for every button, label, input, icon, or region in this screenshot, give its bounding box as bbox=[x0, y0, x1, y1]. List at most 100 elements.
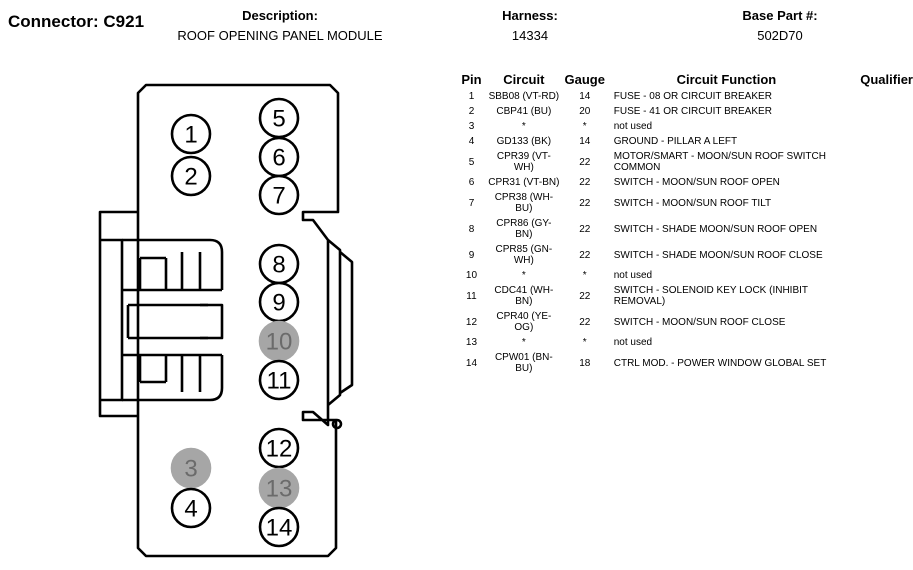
function-cell: FUSE - 08 OR CIRCUIT BREAKER bbox=[613, 91, 772, 102]
pin-circle bbox=[170, 447, 212, 489]
pin-label: 12 bbox=[266, 436, 293, 463]
pin-label: 14 bbox=[266, 515, 293, 542]
pin-10: 10 bbox=[258, 320, 300, 362]
pin-circle bbox=[170, 113, 212, 155]
function-cell: FUSE - 41 OR CIRCUIT BREAKER bbox=[613, 106, 772, 117]
circuit-cell: GD133 (BK) bbox=[496, 136, 552, 147]
pin-13: 13 bbox=[258, 467, 300, 509]
pinout-table: Pin Circuit Gauge Circuit Function Quali… bbox=[455, 72, 913, 376]
pin-cell: 11 bbox=[466, 290, 477, 302]
function-cell: SWITCH - SHADE MOON/SUN ROOF OPEN bbox=[613, 223, 818, 235]
function-cell: MOTOR/SMART - MOON/SUN ROOF SWITCH COMMO… bbox=[613, 151, 826, 173]
circuit-cell: CPW01 (BN-BU) bbox=[494, 352, 553, 374]
table-row: 4 GD133 (BK) 14 GROUND - PILLAR A LEFT bbox=[455, 134, 913, 149]
gauge-cell: 22 bbox=[579, 249, 591, 261]
pin-7: 7 bbox=[258, 174, 300, 216]
col-pin: Pin bbox=[461, 72, 482, 87]
pin-circle bbox=[258, 506, 300, 548]
pin-label: 4 bbox=[184, 496, 197, 523]
function-cell: SWITCH - MOON/SUN ROOF CLOSE bbox=[613, 316, 786, 328]
function-cell: not used bbox=[613, 270, 653, 281]
col-gauge: Gauge bbox=[564, 72, 605, 87]
qualifier-cell bbox=[843, 335, 913, 350]
gauge-cell: * bbox=[582, 270, 587, 281]
table-row: 10 * * not used bbox=[455, 268, 913, 283]
circuit-cell: CPR85 (GN-WH) bbox=[495, 244, 553, 266]
pin-label: 5 bbox=[272, 106, 285, 133]
pin-label: 7 bbox=[272, 183, 285, 210]
table-row: 3**not used bbox=[455, 119, 913, 134]
col-circuit: Circuit bbox=[503, 72, 545, 87]
table-row: 13**not used bbox=[455, 335, 913, 350]
gauge-cell: 22 bbox=[579, 177, 591, 188]
pin-1: 1 bbox=[170, 113, 212, 155]
pin-cell: 13 bbox=[465, 337, 478, 348]
function-cell: SWITCH - SHADE MOON/SUN ROOF CLOSE bbox=[613, 249, 823, 261]
function-cell: SWITCH - SOLENOID KEY LOCK (INHIBIT REMO… bbox=[613, 285, 808, 307]
base-part-value: 502D70 bbox=[757, 28, 803, 43]
qualifier-cell bbox=[843, 119, 913, 134]
function-cell: GROUND - PILLAR A LEFT bbox=[613, 136, 738, 147]
pin-8: 8 bbox=[258, 243, 300, 285]
pin-label: 2 bbox=[184, 164, 197, 191]
qualifier-cell bbox=[843, 190, 913, 216]
qualifier-cell bbox=[843, 89, 913, 104]
pin-11: 11 bbox=[258, 359, 300, 401]
pin-label: 1 bbox=[184, 122, 197, 149]
connector-housing bbox=[98, 83, 354, 558]
harness-label: Harness: bbox=[502, 8, 558, 23]
gauge-cell: 14 bbox=[579, 136, 591, 147]
circuit-cell: CPR31 (VT-BN) bbox=[488, 177, 560, 188]
pin-cell: 12 bbox=[465, 316, 478, 328]
pin-cell: 10 bbox=[465, 270, 478, 281]
pin-label: 3 bbox=[184, 456, 197, 483]
col-qualifier: Qualifier bbox=[860, 72, 913, 87]
gauge-cell: 22 bbox=[579, 156, 591, 168]
qualifier-cell bbox=[843, 242, 913, 268]
description-block: Description: ROOF OPENING PANEL MODULE bbox=[170, 8, 390, 43]
gauge-cell: 18 bbox=[579, 357, 591, 369]
pin-circle bbox=[170, 155, 212, 197]
pin-5: 5 bbox=[258, 97, 300, 139]
pin-circle bbox=[170, 487, 212, 529]
connector-title: Connector: C921 bbox=[8, 12, 145, 31]
pin-cell: 8 bbox=[468, 223, 475, 235]
circuit-cell: CPR40 (YE-OG) bbox=[496, 311, 552, 333]
gauge-cell: 22 bbox=[579, 197, 591, 209]
circuit-cell: CBP41 (BU) bbox=[496, 106, 552, 117]
pin-cell: 7 bbox=[468, 197, 475, 209]
pin-circle bbox=[258, 174, 300, 216]
gauge-cell: 14 bbox=[579, 91, 591, 102]
gauge-cell: 22 bbox=[579, 290, 591, 302]
qualifier-cell bbox=[843, 350, 913, 376]
qualifier-cell bbox=[843, 309, 913, 335]
circuit-cell: * bbox=[521, 337, 526, 348]
pin-cell: 5 bbox=[468, 156, 475, 168]
pin-cell: 4 bbox=[468, 136, 475, 147]
qualifier-cell bbox=[843, 268, 913, 283]
col-circuit-function: Circuit Function bbox=[676, 72, 777, 87]
circuit-cell: * bbox=[521, 270, 526, 281]
qualifier-cell bbox=[843, 283, 913, 309]
pin-label: 10 bbox=[266, 329, 293, 356]
pin-cell: 3 bbox=[468, 121, 475, 132]
circuit-cell: CPR86 (GY-BN) bbox=[496, 218, 552, 240]
pin-2: 2 bbox=[170, 155, 212, 197]
pin-label: 9 bbox=[272, 290, 285, 317]
base-part-label: Base Part #: bbox=[742, 8, 818, 23]
pin-cell: 14 bbox=[465, 357, 478, 369]
pin-4: 4 bbox=[170, 487, 212, 529]
description-value: ROOF OPENING PANEL MODULE bbox=[177, 28, 383, 43]
qualifier-cell bbox=[843, 216, 913, 242]
pin-3: 3 bbox=[170, 447, 212, 489]
circuit-cell: CPR38 (WH-BU) bbox=[494, 192, 554, 214]
